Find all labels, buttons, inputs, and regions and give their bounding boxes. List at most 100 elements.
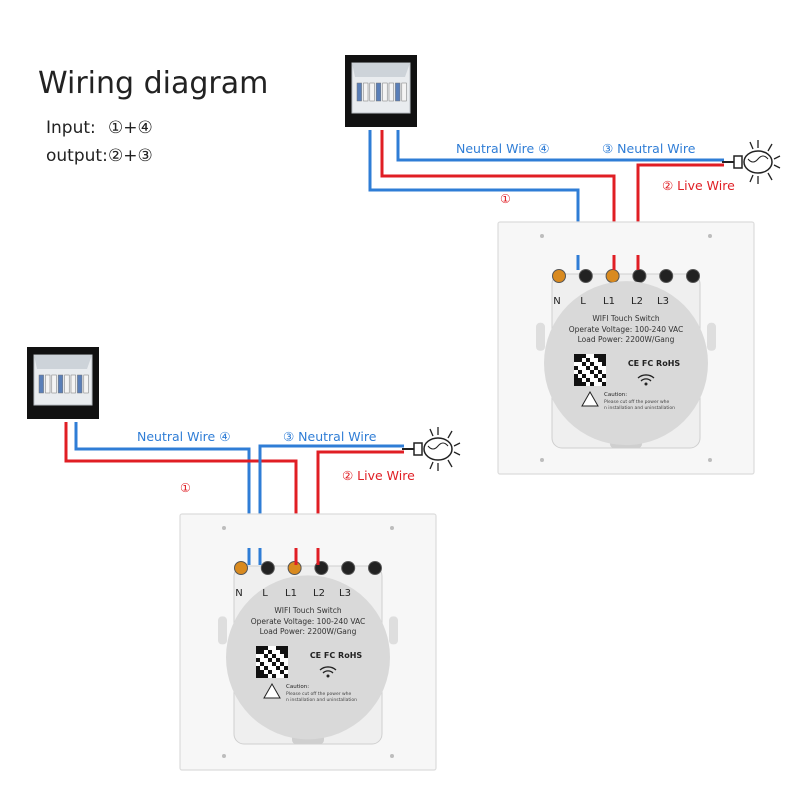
bulb-ray (447, 430, 453, 439)
bulb-globe (743, 150, 773, 174)
qr-cell (256, 658, 260, 662)
side-slot (389, 616, 398, 645)
breaker-switch (356, 82, 362, 102)
bulb-globe (423, 437, 453, 461)
breaker-switch (38, 374, 44, 394)
terminal-label: L (262, 588, 268, 599)
qr-cell (284, 646, 288, 650)
terminal-screw (234, 561, 248, 575)
bulb-ray (453, 451, 461, 456)
output-value: ②+③ (108, 146, 153, 166)
qr-cell (268, 650, 272, 654)
caution-text-2: n installation and uninstallation (286, 697, 357, 703)
neutral-wire-label: Neutral Wire ④ (456, 141, 549, 156)
breaker-switch (401, 82, 407, 102)
qr-cell (256, 650, 260, 654)
input-label: Input: (46, 118, 96, 138)
side-slot (707, 322, 716, 351)
input-value: ①+④ (108, 118, 153, 138)
qr-cell (574, 378, 578, 382)
qr-cell (280, 670, 284, 674)
breaker-cover (352, 63, 410, 77)
qr-cell (598, 354, 602, 358)
terminal-label: N (553, 296, 560, 307)
qr-cell (272, 662, 276, 666)
qr-cell (268, 658, 272, 662)
terminal-label: L3 (339, 588, 351, 599)
qr-cell (264, 674, 268, 678)
label-disc (226, 575, 390, 740)
switch-power: Load Power: 2200W/Gang (260, 627, 357, 636)
qr-cell (284, 650, 288, 654)
qr-cell (578, 358, 582, 362)
qr-cell (586, 366, 590, 370)
bulb-ray (447, 459, 453, 468)
qr-cell (594, 374, 598, 378)
bulb-ray (749, 141, 754, 150)
feed-wire-label: ① (500, 192, 511, 206)
wifi-icon (319, 666, 337, 671)
output-note: output:②+③ (46, 146, 153, 166)
terminal-label: L2 (631, 296, 643, 307)
qr-cell (264, 654, 268, 658)
qr-cell (276, 646, 280, 650)
terminal-label: L (580, 296, 586, 307)
breaker-switch (375, 82, 382, 102)
terminal-label: L3 (657, 296, 669, 307)
plate-dot (540, 458, 544, 462)
plate-dot (708, 234, 712, 238)
qr-cell (594, 366, 598, 370)
qr-cell (598, 358, 602, 362)
terminal-label: L1 (285, 588, 297, 599)
bulb-ray (767, 143, 773, 152)
qr-cell (590, 370, 594, 374)
breaker-switch (51, 374, 57, 394)
qr-cell (582, 362, 586, 366)
terminal-screw (552, 269, 566, 283)
breaker-switch (382, 82, 388, 102)
caution-text: Please cut off the power whe (604, 399, 670, 405)
qr-cell (598, 378, 602, 382)
neutral-wire-label: Neutral Wire ④ (137, 429, 230, 444)
breaker-switch (45, 374, 51, 394)
qr-cell (578, 382, 582, 386)
qr-cell (272, 654, 276, 658)
cert-marks: CE FC RoHS (628, 359, 681, 368)
qr-cell (574, 358, 578, 362)
breaker-switch (363, 82, 369, 102)
switch-power: Load Power: 2200W/Gang (578, 335, 675, 344)
qr-cell (280, 646, 284, 650)
qr-cell (582, 382, 586, 386)
terminal-screw (632, 269, 647, 283)
bulb-socket (733, 155, 743, 169)
qr-cell (284, 666, 288, 670)
feed-wire-label: ① (180, 481, 191, 495)
input-note: Input: ①+④ (46, 118, 153, 138)
side-slot (218, 616, 227, 645)
qr-cell (256, 674, 260, 678)
live-feed-wire (380, 130, 616, 262)
page-title: Wiring diagram (38, 66, 269, 101)
bulb-ray (773, 164, 781, 169)
breaker-switch (395, 82, 401, 102)
bulb-ray (749, 174, 754, 183)
terminal-screw (659, 269, 674, 283)
bulb-filament (747, 155, 769, 163)
terminal-screw (578, 269, 593, 283)
load-neutral-wire-label: ③ Neutral Wire (602, 141, 696, 156)
caution-title: Caution: (286, 684, 309, 690)
load-neutral-wire-label: ③ Neutral Wire (283, 429, 377, 444)
qr-cell (590, 362, 594, 366)
qr-cell (578, 370, 582, 374)
load-neutral-wire (396, 130, 724, 162)
qr-cell (256, 670, 260, 674)
terminal-label: L1 (603, 296, 615, 307)
warning-icon (263, 682, 281, 699)
qr-cell (264, 646, 268, 650)
caution-text-2: n installation and uninstallation (604, 405, 675, 411)
qr-cell (264, 666, 268, 670)
bulb-ray (453, 442, 461, 447)
